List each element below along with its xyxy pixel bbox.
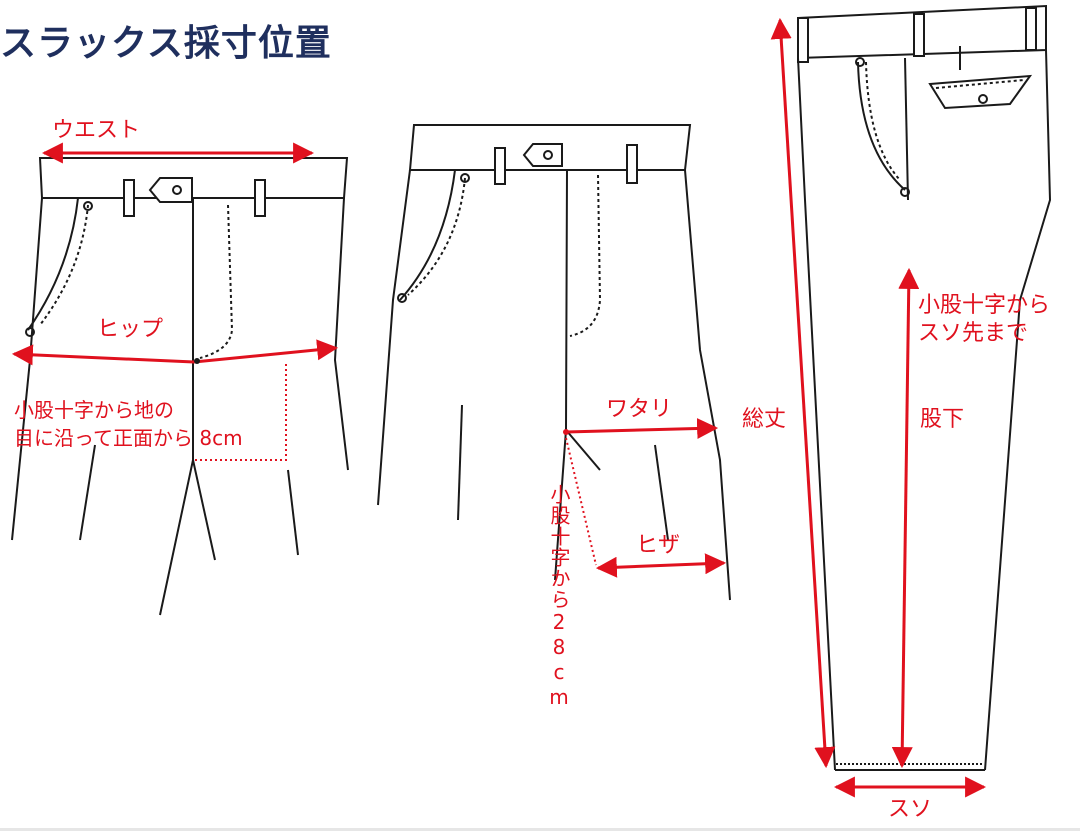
knee-note: 小股十字から28cm (547, 484, 571, 710)
thigh-label: ワタリ (606, 397, 673, 422)
inseam-note-line2: スソ先まで (918, 321, 1029, 346)
hip-arrow (11, 344, 195, 366)
knee-arrow (595, 553, 727, 578)
hip-note-line2: 目に沿って正面から 8cm (14, 426, 243, 450)
hip-guide-dotted (195, 362, 287, 461)
waist-label: ウエスト (52, 118, 141, 143)
hip-note-line1: 小股十字から地の (14, 398, 174, 422)
inseam-arrow (891, 267, 920, 769)
pants-angled-view (377, 124, 731, 601)
hip-arrow-right (193, 339, 339, 364)
knee-label: ヒザ (636, 533, 681, 558)
hem-label: スソ (888, 797, 933, 822)
knee-guide-dotted (565, 437, 597, 566)
hip-label: ヒップ (97, 317, 164, 342)
page-title: スラックス採寸位置 (0, 23, 332, 64)
total-length-arrow (770, 17, 836, 769)
bottom-divider (0, 828, 1080, 831)
pants-side-view (797, 4, 1052, 771)
inseam-label: 股下 (920, 407, 965, 432)
total-length-label: 総丈 (742, 407, 787, 432)
thigh-arrow (565, 418, 719, 440)
inseam-note-line1: 小股十字から (918, 293, 1051, 318)
pants-front-view (11, 157, 349, 616)
